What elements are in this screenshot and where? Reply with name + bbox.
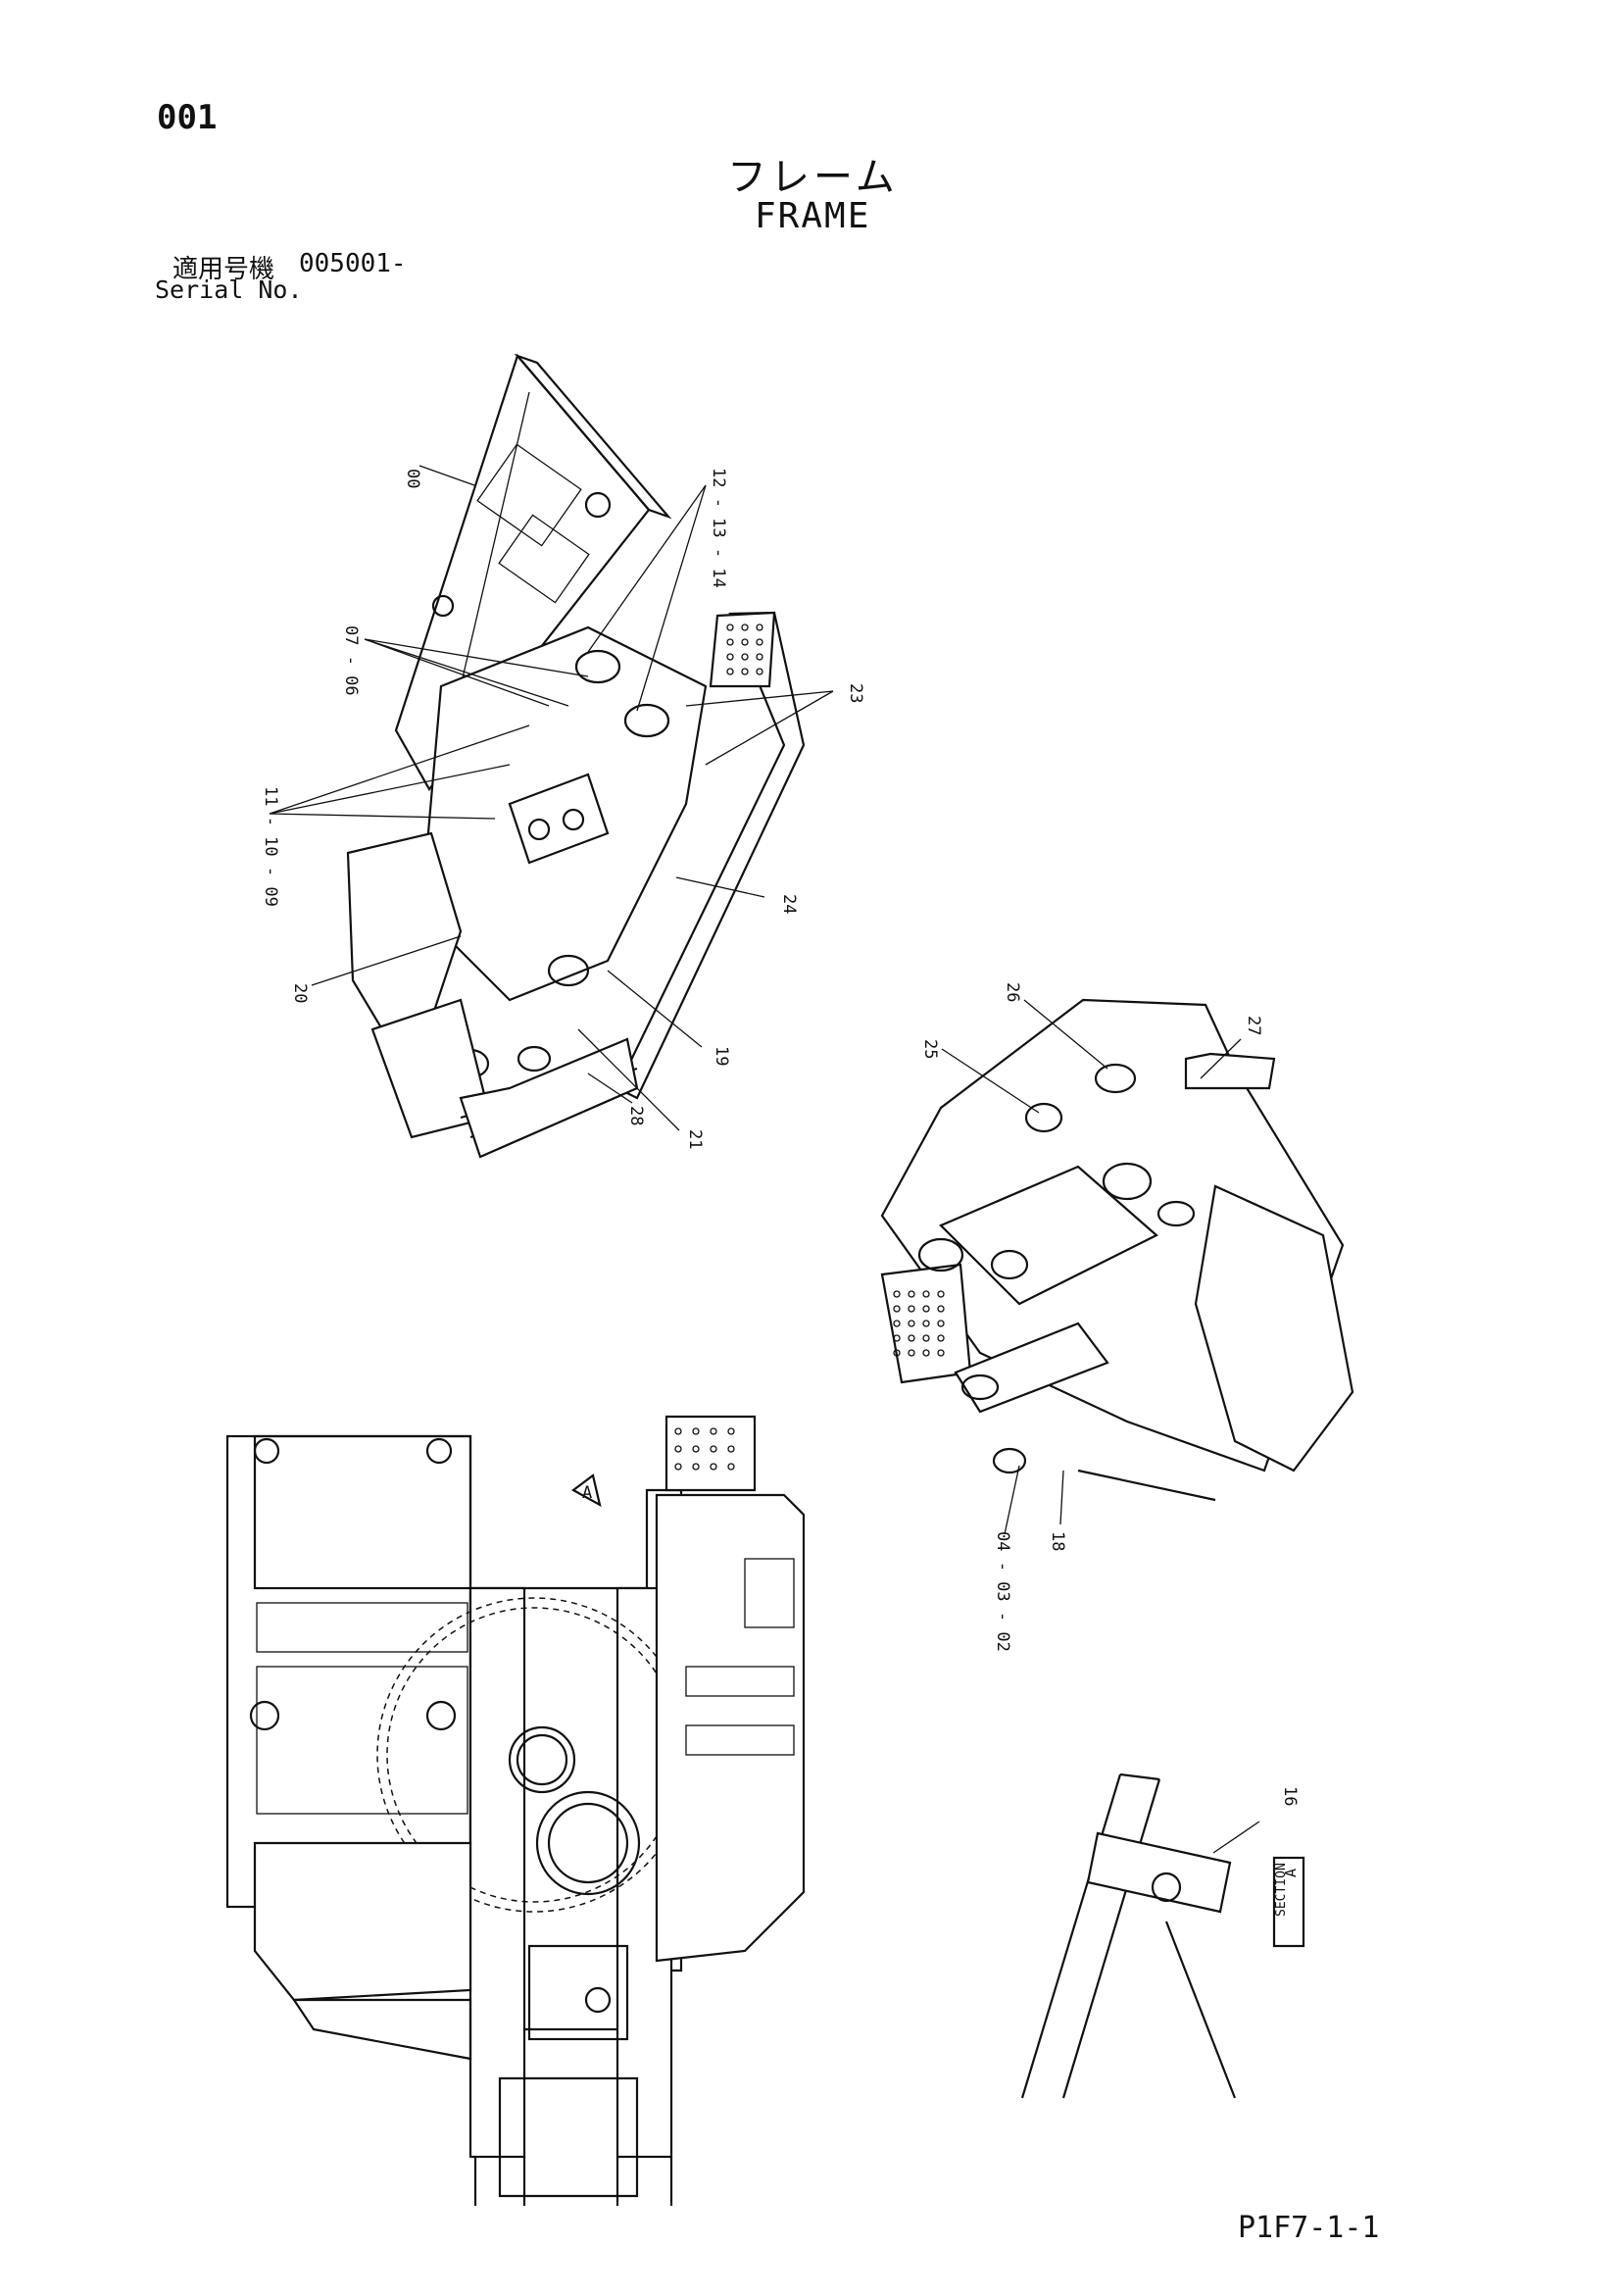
serial-label: Serial No. [155, 275, 303, 304]
callout-11-09: 11 - 10 - 09 [261, 786, 280, 907]
view-marker-a: A [582, 1483, 592, 1503]
callout-18: 18 [1048, 1531, 1067, 1551]
serial-number-range: 005001- [299, 249, 407, 278]
callout-26: 26 [1003, 982, 1022, 1002]
callout-12-14: 12 - 13 - 14 [709, 468, 728, 588]
page-number: 001 [157, 98, 218, 137]
serial-label-japanese: 適用号機 [172, 255, 275, 284]
section-label-box [1272, 1856, 1305, 1948]
callout-28: 28 [626, 1106, 646, 1125]
page-title: FRAME [755, 196, 871, 236]
callout-00: 00 [403, 469, 422, 488]
callout-25: 25 [920, 1039, 940, 1059]
callout-24: 24 [779, 894, 799, 914]
isometric-rear-view [880, 998, 1354, 1535]
callout-21: 21 [685, 1129, 705, 1149]
callout-27: 27 [1244, 1016, 1263, 1035]
page-title-japanese: フレーム [727, 155, 899, 200]
callout-19: 19 [712, 1046, 731, 1066]
callouts: 00 12 - 13 - 14 07 - 06 23 11 - 10 - 09 … [261, 468, 1300, 1917]
section-letter: A [1282, 1869, 1300, 1877]
section-label: SECTION [1274, 1863, 1289, 1917]
callout-16: 16 [1280, 1786, 1300, 1806]
callout-23: 23 [846, 683, 865, 703]
isometric-frame-view [269, 353, 834, 1159]
drawing-code: P1F7-1-1 [1238, 2211, 1380, 2245]
callout-04-02: 04 - 03 - 02 [993, 1531, 1012, 1652]
plan-view: A [225, 1415, 806, 2206]
section-a-detail [1020, 1772, 1305, 2099]
callout-07-06: 07 - 06 [341, 625, 361, 696]
callout-20: 20 [290, 983, 310, 1003]
